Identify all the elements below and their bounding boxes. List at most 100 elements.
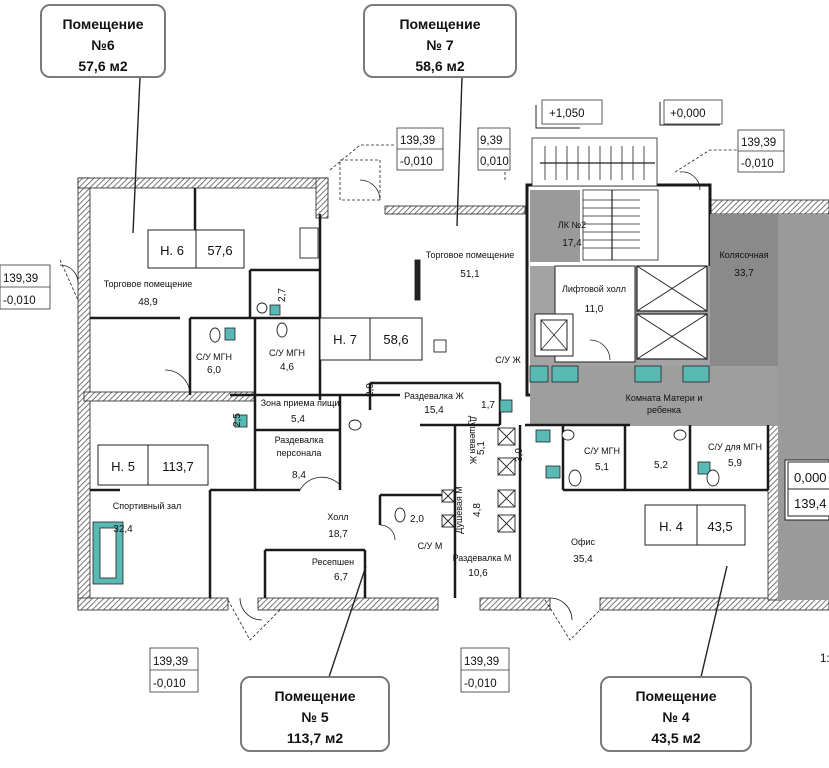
callout-room-6: Помещение №6 57,6 м2 <box>40 4 166 78</box>
callout-room-6-area: 57,6 м2 <box>78 58 128 74</box>
svg-text:Душевая М: Душевая М <box>454 486 464 534</box>
svg-text:С/У Ж: С/У Ж <box>495 355 521 365</box>
svg-text:139,39: 139,39 <box>153 656 188 668</box>
callout-room-5-area: 113,7 м2 <box>286 730 344 746</box>
svg-text:10,6: 10,6 <box>468 568 488 579</box>
unit-4-id: Н. 4 <box>659 519 683 534</box>
svg-text:С/У М: С/У М <box>418 541 443 551</box>
svg-text:139,39: 139,39 <box>3 273 38 285</box>
svg-text:0,010: 0,010 <box>480 156 509 168</box>
unit-tag-6: Н. 6 57,6 <box>147 229 245 269</box>
callout-room-7-title: Помещение <box>399 16 481 32</box>
svg-text:Раздевалка Ж: Раздевалка Ж <box>404 391 464 401</box>
callout-room-4-title: Помещение <box>635 688 717 704</box>
svg-text:Спортивный зал: Спортивный зал <box>113 501 181 511</box>
svg-text:48,9: 48,9 <box>138 297 158 308</box>
callout-room-7-area: 58,6 м2 <box>415 58 465 74</box>
svg-text:17,4: 17,4 <box>562 238 582 249</box>
elevation-box-top-left: 139,39 -0,010 <box>396 127 444 171</box>
svg-text:35,4: 35,4 <box>573 554 593 565</box>
svg-text:+1,050: +1,050 <box>549 108 585 120</box>
callout-room-7-number: № 7 <box>426 37 454 53</box>
svg-text:33,7: 33,7 <box>734 268 754 279</box>
svg-text:Зона приема пищи: Зона приема пищи <box>261 398 340 408</box>
elevation-box-top-right: 139,39 -0,010 <box>737 129 785 173</box>
callout-room-7: Помещение № 7 58,6 м2 <box>363 4 517 78</box>
svg-text:Ресепшен: Ресепшен <box>312 557 354 567</box>
svg-text:2,5: 2,5 <box>232 413 243 427</box>
svg-text:4,8: 4,8 <box>472 503 483 517</box>
svg-text:2,9: 2,9 <box>365 383 376 397</box>
svg-text:15,4: 15,4 <box>424 405 444 416</box>
elevation-box-bottom-left: 139,39 -0,010 <box>149 647 199 693</box>
room-labels: Торговое помещение 48,9 Торговое помещен… <box>104 220 769 583</box>
callout-room-5-number: № 5 <box>301 709 329 725</box>
svg-text:5,1: 5,1 <box>595 462 609 473</box>
svg-text:139,39: 139,39 <box>400 135 435 147</box>
unit-tag-7: Н. 7 58,6 <box>319 317 423 361</box>
unit-6-id: Н. 6 <box>160 243 184 258</box>
callout-room-4: Помещение № 4 43,5 м2 <box>600 676 752 752</box>
unit-6-area: 57,6 <box>207 243 232 258</box>
svg-text:С/У МГН: С/У МГН <box>269 348 305 358</box>
svg-text:Офис: Офис <box>571 537 595 547</box>
svg-text:32,4: 32,4 <box>113 524 133 535</box>
svg-text:6,0: 6,0 <box>207 365 221 376</box>
svg-text:+0,000: +0,000 <box>670 108 706 120</box>
elevation-box-bottom-mid: 139,39 -0,010 <box>460 647 510 693</box>
svg-text:8,4: 8,4 <box>292 470 306 481</box>
svg-text:5,1: 5,1 <box>476 441 487 455</box>
unit-right-area: 139,4 <box>794 496 827 511</box>
elevation-leaders <box>59 144 738 641</box>
stair-elevation-zero: +0,000 <box>663 99 723 125</box>
callout-room-5: Помещение № 5 113,7 м2 <box>240 676 390 752</box>
unit-tag-right: 0,000 139,4 <box>787 461 829 517</box>
svg-text:9,39: 9,39 <box>480 135 502 147</box>
svg-text:Раздевалка М: Раздевалка М <box>453 553 512 563</box>
unit-4-area: 43,5 <box>707 519 732 534</box>
elevation-marks <box>535 102 720 129</box>
svg-text:51,1: 51,1 <box>460 269 480 280</box>
svg-text:5,2: 5,2 <box>654 460 668 471</box>
svg-text:4,6: 4,6 <box>280 362 294 373</box>
svg-text:6,7: 6,7 <box>334 572 348 583</box>
svg-text:С/У МГН: С/У МГН <box>196 352 232 362</box>
elevation-cut-right: 1: <box>820 653 829 665</box>
svg-text:-0,010: -0,010 <box>464 678 497 690</box>
svg-text:Торговое помещение: Торговое помещение <box>426 250 514 260</box>
svg-text:Торговое помещение: Торговое помещение <box>104 279 192 289</box>
svg-text:18,7: 18,7 <box>328 529 348 540</box>
svg-text:3,0: 3,0 <box>514 448 525 462</box>
svg-text:С/У для МГН: С/У для МГН <box>708 442 762 452</box>
callout-pointers <box>132 76 728 678</box>
svg-text:Колясочная: Колясочная <box>719 250 768 260</box>
accessibility-fixtures <box>92 304 711 585</box>
svg-text:-0,010: -0,010 <box>153 678 186 690</box>
svg-text:11,0: 11,0 <box>585 304 604 315</box>
svg-text:5,9: 5,9 <box>728 458 742 469</box>
svg-text:-0,010: -0,010 <box>741 158 774 170</box>
callout-room-4-number: № 4 <box>662 709 690 725</box>
unit-7-area: 58,6 <box>383 332 408 347</box>
shower-fixtures <box>299 227 516 533</box>
callout-room-4-area: 43,5 м2 <box>651 730 701 746</box>
elevation-box-top-mid: 9,39 0,010 <box>477 127 511 171</box>
svg-text:2,7: 2,7 <box>277 288 288 302</box>
unit-right-id: 0,000 <box>794 470 827 485</box>
callout-room-5-title: Помещение <box>274 688 356 704</box>
unit-7-id: Н. 7 <box>333 332 357 347</box>
svg-text:С/У МГН: С/У МГН <box>584 446 620 456</box>
svg-text:ЛК №2: ЛК №2 <box>558 220 586 230</box>
svg-text:Душевая Ж: Душевая Ж <box>468 416 478 465</box>
callout-room-6-number: №6 <box>91 37 115 53</box>
svg-text:-0,010: -0,010 <box>3 295 36 307</box>
callout-room-6-title: Помещение <box>62 16 144 32</box>
svg-text:-0,010: -0,010 <box>400 156 433 168</box>
interior-walls <box>90 188 770 598</box>
toilet-fixtures <box>209 302 720 523</box>
stairs <box>531 137 659 261</box>
elevation-box-left: 139,39 -0,010 <box>0 264 51 310</box>
